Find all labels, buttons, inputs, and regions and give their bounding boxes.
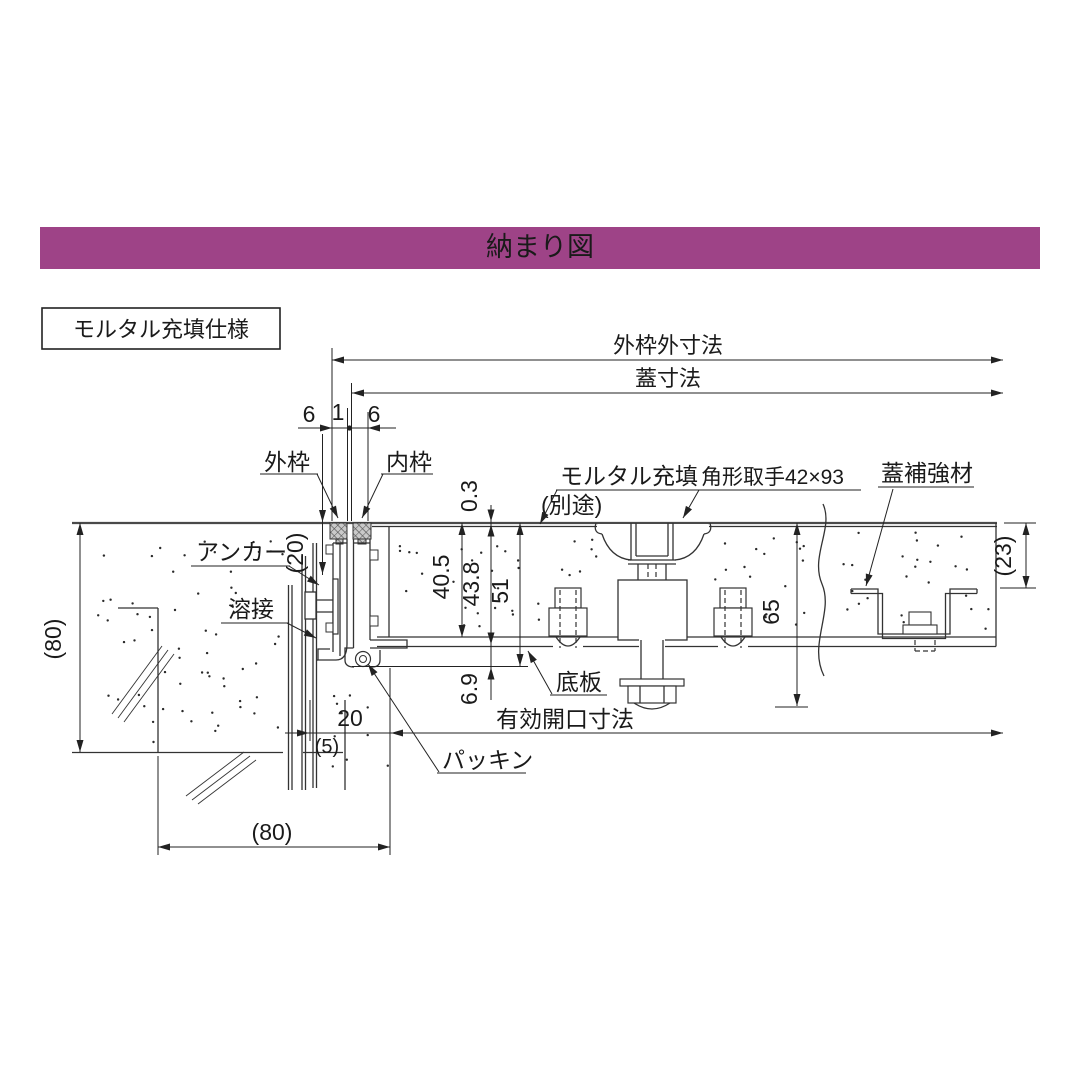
label-weld: 溶接 (221, 596, 317, 639)
dim-bottom-row: 20 (5) 有効開口寸法 (285, 668, 1003, 855)
dim-80-left-label: (80) (40, 619, 66, 660)
dim-80-left: (80) (40, 523, 84, 752)
dim-51: 51 (487, 578, 513, 604)
dim-0-3: 0.3 (456, 480, 482, 512)
inner-frame-text: 内枠 (386, 449, 432, 475)
dim-65-label: 65 (758, 599, 784, 625)
spec-label: モルタル充填仕様 (73, 317, 249, 342)
dim-80-bottom-label: (80) (252, 819, 293, 845)
channel-bolt (902, 611, 938, 652)
label-lid-reinforcement: 蓋補強材 (865, 460, 974, 587)
label-bottom-plate: 底板 (527, 650, 607, 696)
anchor-text: アンカー (196, 539, 287, 565)
title-banner: 納まり図 (40, 227, 1040, 269)
outer-frame-profile (304, 522, 348, 661)
weld-text: 溶接 (228, 596, 274, 622)
dim-23-label: (23) (990, 536, 1016, 577)
square-handle-text: 角形取手42×93 (701, 466, 844, 489)
left-concrete-edges (72, 607, 343, 805)
dim-lid-span-label: 蓋寸法 (635, 366, 701, 391)
dim-23-paren: (23) (990, 522, 1036, 589)
lid-reinforcement-channel (850, 588, 978, 652)
dim-effective-opening: 有効開口寸法 (496, 706, 634, 732)
lid-reinforcement-text: 蓋補強材 (881, 460, 973, 486)
dim-outer-frame-span: 外枠外寸法 (331, 333, 1003, 521)
dim-20-bottom: 20 (337, 705, 363, 731)
packing-text: パッキン (442, 747, 533, 773)
spec-label-box: モルタル充填仕様 (41, 307, 281, 350)
label-inner-frame: 内枠 (361, 449, 433, 519)
hidden-bolt-left (548, 587, 588, 654)
slab-and-lid-surfaces (72, 521, 997, 648)
handle-bolt (619, 633, 685, 710)
dim-65: 65 (758, 523, 808, 708)
dim-6-right: 6 (368, 401, 381, 427)
dim-6-left: 6 (303, 401, 316, 427)
banner-title: 納まり図 (486, 232, 594, 262)
dim-20-paren-label: (20) (282, 533, 308, 574)
dim-40-5: 40.5 (428, 555, 454, 600)
dim-20-paren: (20) (282, 434, 326, 575)
label-packing: パッキン (367, 663, 533, 774)
label-anchor: アンカー (191, 539, 320, 586)
label-outer-frame: 外枠 (260, 449, 339, 519)
dim-1: 1 (332, 399, 345, 425)
hidden-bolt-right (713, 587, 753, 654)
dim-5-paren: (5) (315, 736, 339, 758)
dim-43-8: 43.8 (458, 562, 484, 607)
dim-outer-frame-span-label: 外枠外寸法 (613, 333, 723, 358)
square-handle (594, 522, 712, 710)
mortar-fill-note-text: (別途) (541, 492, 602, 518)
bottom-plate-text: 底板 (556, 669, 602, 695)
dim-6-9: 6.9 (456, 673, 482, 705)
outer-frame-text: 外枠 (264, 449, 310, 475)
dim-6-1-6: 6 1 6 (298, 399, 396, 521)
dim-80-bottom: (80) (157, 756, 390, 855)
dim-stack-center: 0.3 40.5 43.8 51 6.9 (352, 480, 528, 705)
anchor-bolt (304, 578, 339, 635)
label-mortar-fill: モルタル充填 (別途) (539, 463, 700, 525)
label-square-handle: 角形取手42×93 (682, 466, 861, 519)
break-wave (817, 503, 827, 677)
dim-lid-span: 蓋寸法 (351, 366, 1003, 521)
mortar-fill-text: モルタル充填 (560, 463, 698, 489)
break-marks (111, 645, 257, 805)
